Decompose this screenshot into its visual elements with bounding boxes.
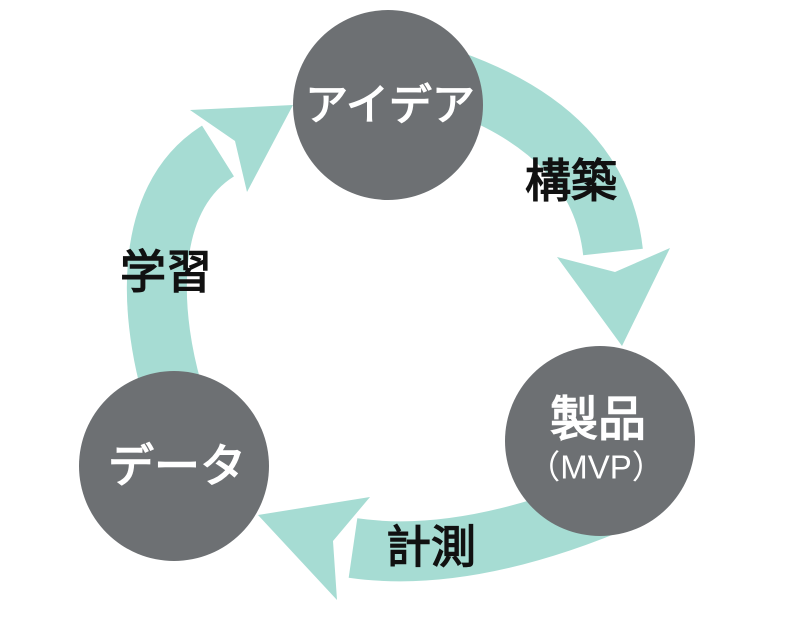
node-product-circle bbox=[505, 346, 695, 536]
node-product-sublabel: （MVP） bbox=[527, 449, 665, 486]
node-idea-label: アイデア bbox=[305, 81, 475, 130]
arrow-build bbox=[439, 51, 670, 346]
arrow-learn-label: 学習 bbox=[120, 246, 212, 298]
arrow-learn-shaft bbox=[126, 125, 236, 409]
arrow-measure-label: 計測 bbox=[386, 522, 476, 573]
node-data-label: データ bbox=[108, 440, 246, 492]
arrow-build-head bbox=[557, 248, 670, 346]
node-idea-circle bbox=[293, 10, 483, 200]
arrow-learn bbox=[126, 105, 293, 409]
arrow-learn-head bbox=[190, 105, 293, 192]
arrow-measure-head bbox=[258, 497, 370, 600]
arrow-build-shaft bbox=[439, 51, 643, 257]
node-data-circle bbox=[79, 371, 269, 561]
arrow-build-label: 構築 bbox=[525, 155, 618, 207]
node-product-label: 製品 bbox=[550, 394, 646, 447]
